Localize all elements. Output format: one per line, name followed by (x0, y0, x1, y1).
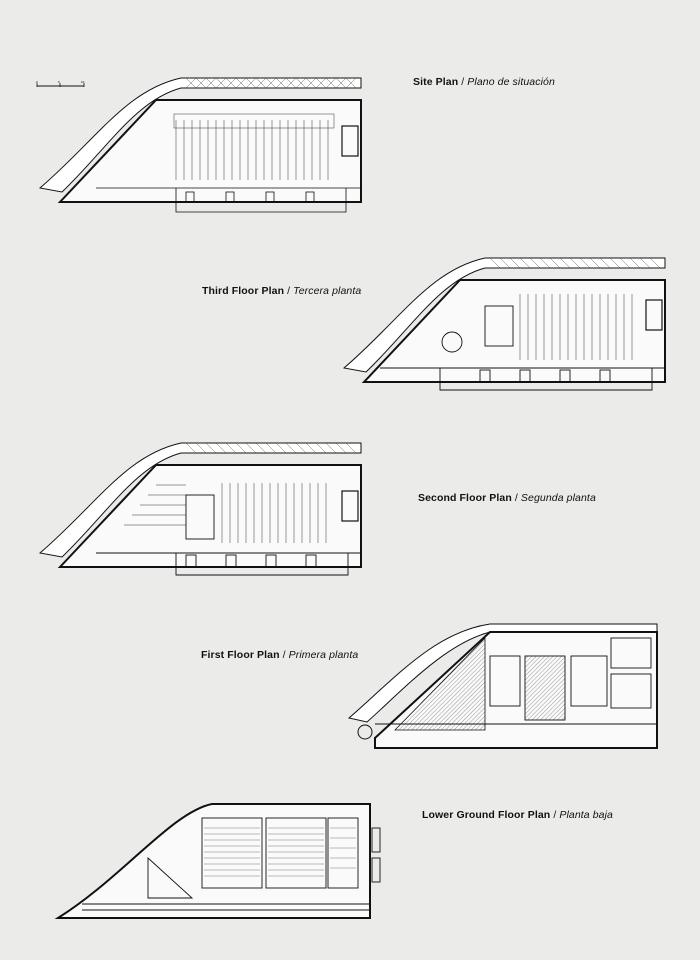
second-floor-plan-title-es: Segunda planta (520, 492, 596, 504)
caption-separator: / (461, 76, 465, 88)
third-floor-plan-title-es: Tercera planta (293, 285, 362, 297)
third-floor-plan-drawing (342, 257, 666, 391)
second-floor-plan-title-en: Second Floor Plan (418, 492, 512, 504)
site-plan-caption: Site Plan/Plano de situación (413, 76, 555, 88)
first-floor-plan-title-en: First Floor Plan (201, 649, 280, 661)
third-floor-plan-caption: Third Floor Plan/Tercera planta (202, 285, 361, 297)
site-plan-drawing (38, 77, 362, 213)
lower-ground-floor-plan-drawing (54, 803, 381, 919)
scale-tick-0: 0 (36, 80, 38, 84)
lower-ground-floor-plan-caption: Lower Ground Floor Plan/Planta baja (422, 809, 613, 821)
third-floor-plan-title-en: Third Floor Plan (202, 285, 285, 297)
second-floor-plan-drawing (38, 442, 362, 576)
scale-bar: 0 5 10 (36, 80, 85, 87)
first-floor-plan-caption: First Floor Plan/Primera planta (201, 649, 358, 661)
site-plan-title-es: Plano de situación (467, 76, 555, 88)
site-plan-title-en: Site Plan (413, 76, 459, 88)
caption-separator: / (553, 809, 557, 821)
lower-ground-floor-plan-title-en: Lower Ground Floor Plan (422, 809, 551, 821)
scale-tick-10: 10 (81, 80, 85, 84)
scale-tick-5: 5 (58, 80, 60, 84)
caption-separator: / (514, 492, 518, 504)
first-floor-plan-title-es: Primera planta (288, 649, 359, 661)
caption-separator: / (287, 285, 291, 297)
caption-separator: / (282, 649, 286, 661)
second-floor-plan-caption: Second Floor Plan/Segunda planta (418, 492, 596, 504)
first-floor-plan-drawing (347, 623, 658, 749)
lower-ground-floor-plan-title-es: Planta baja (559, 809, 613, 821)
